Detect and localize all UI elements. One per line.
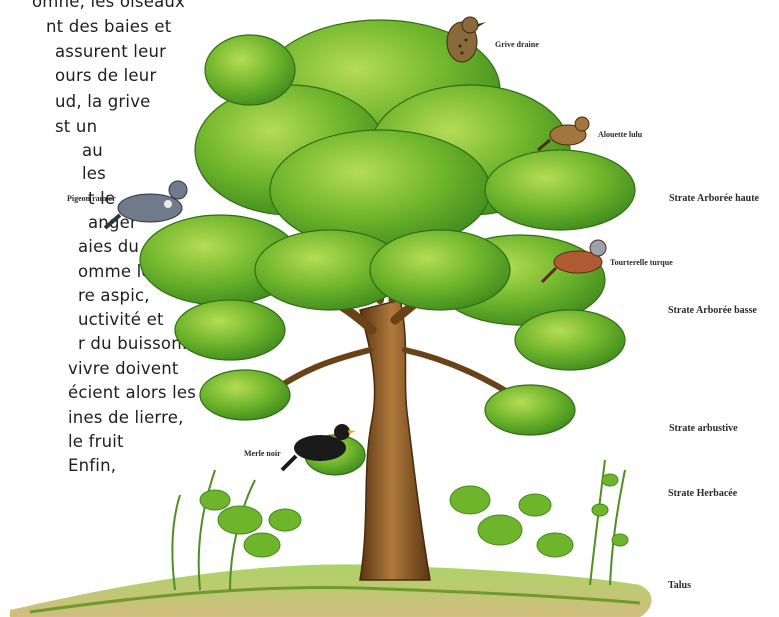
label-alouette: Alouette lulu	[598, 130, 642, 139]
bird-pigeon	[105, 181, 187, 228]
label-merle: Merle noir	[244, 449, 281, 458]
label-strate-arbustive: Strate arbustive	[669, 423, 738, 434]
label-strate-herbacee: Strate Herbacée	[668, 488, 737, 499]
label-strate-arboree-haute: Strate Arborée haute	[669, 193, 759, 204]
label-grive: Grive draine	[495, 40, 539, 49]
ground	[10, 564, 652, 617]
label-talus: Talus	[668, 580, 691, 591]
label-strate-arboree-basse: Strate Arborée basse	[668, 305, 757, 316]
label-tourterelle: Tourterelle turque	[610, 258, 673, 267]
label-pigeon: Pigeon ramier	[67, 194, 116, 203]
